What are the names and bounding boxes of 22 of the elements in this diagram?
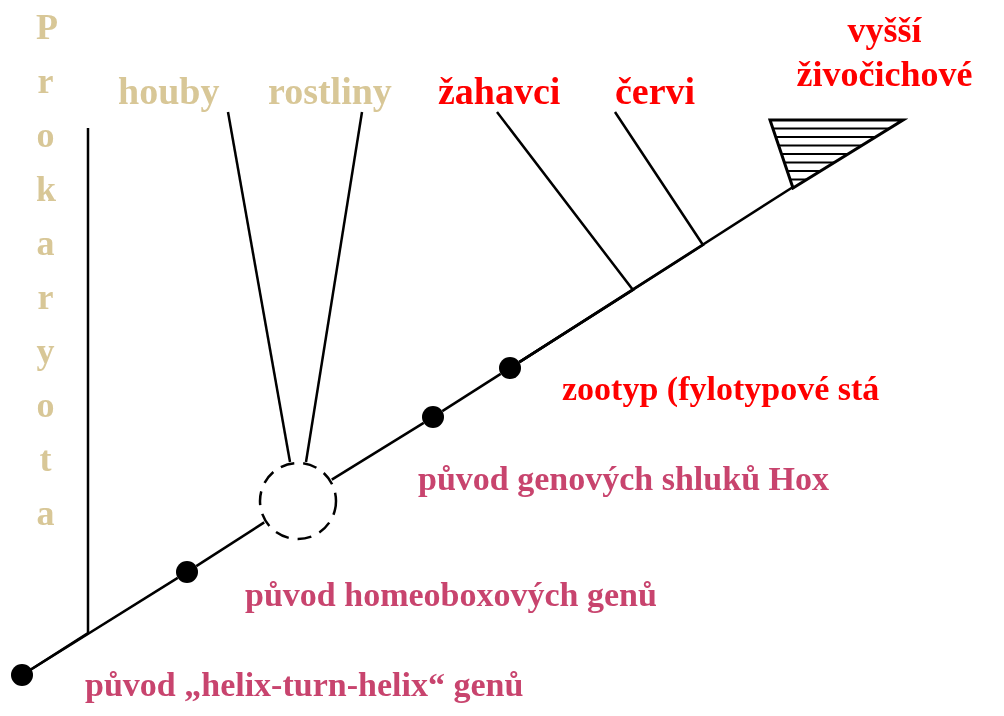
branch-line xyxy=(195,521,265,568)
taxon-label: Prokaryota xyxy=(28,0,88,545)
taxon-label: houby xyxy=(118,72,248,112)
branch-line xyxy=(304,111,364,463)
branch-line xyxy=(518,185,794,364)
stage-label: zootyp (fylotypové stá xyxy=(562,372,880,406)
node-dot xyxy=(11,664,33,686)
stage-label: původ genových shluků Hox xyxy=(418,462,829,496)
taxon-label: vyšší živočichové xyxy=(795,9,974,96)
taxon-label: rostliny xyxy=(268,72,430,112)
stage-label: původ homeoboxových genů xyxy=(245,578,657,612)
branch-line xyxy=(331,421,425,481)
branch-line xyxy=(226,111,292,463)
taxon-label: červi xyxy=(615,72,725,112)
taxon-label: žahavci xyxy=(438,72,588,112)
node-dot xyxy=(499,357,521,379)
branch-line xyxy=(29,576,179,671)
node-dot xyxy=(176,561,198,583)
stage-label: původ „helix-turn-helix“ genů xyxy=(85,668,524,702)
branch-line xyxy=(441,372,502,413)
dashed-circle xyxy=(258,461,338,541)
node-dot xyxy=(422,406,444,428)
